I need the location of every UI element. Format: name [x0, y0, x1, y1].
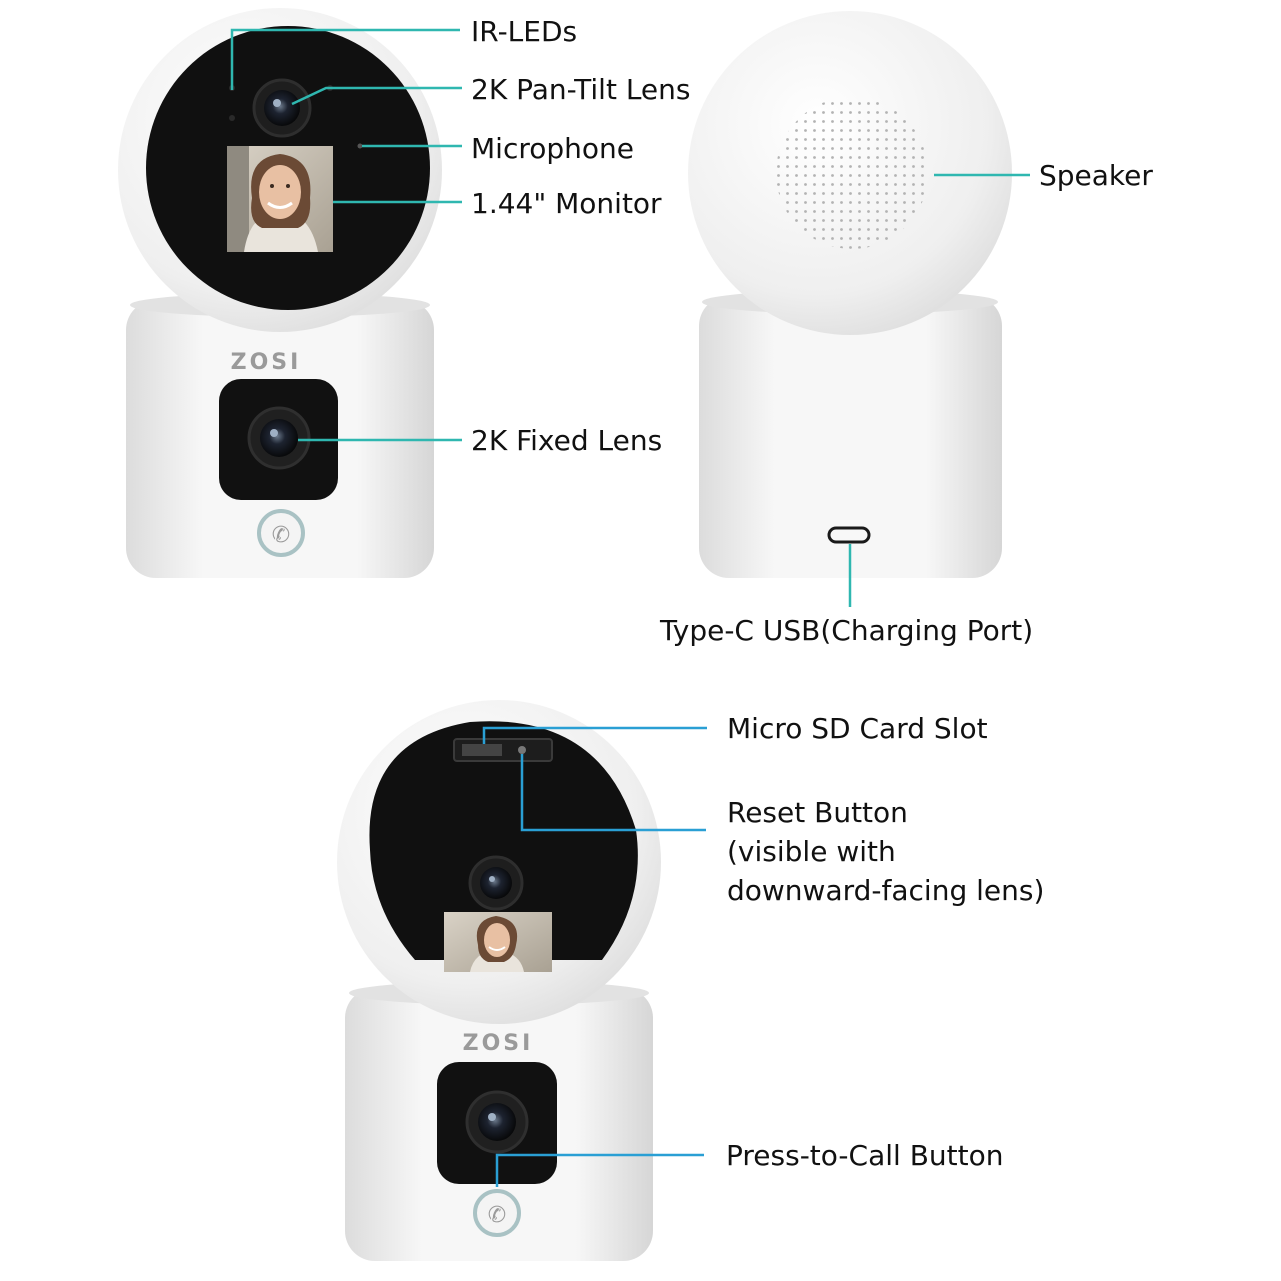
usb-c-port-icon: [827, 526, 871, 544]
front-camera: ZOSI ✆: [118, 8, 442, 578]
phone-icon: ✆: [272, 523, 290, 548]
label-microphone: Microphone: [471, 132, 634, 165]
label-ir-leds: IR-LEDs: [471, 15, 578, 48]
label-sd-slot: Micro SD Card Slot: [727, 712, 988, 745]
leader-ir-leds: [230, 28, 460, 90]
camera-lens-icon: [480, 867, 512, 899]
leader-pan-tilt-lens: [291, 86, 462, 106]
sd-card-slot-icon: [453, 738, 553, 762]
call-button[interactable]: ✆: [257, 509, 305, 557]
leader-sd-slot: [482, 726, 707, 744]
camera-lens-icon: [478, 1103, 516, 1141]
phone-icon: ✆: [488, 1203, 506, 1228]
lens-glint: [270, 429, 278, 437]
tilted-camera-face: [369, 721, 638, 960]
face-photo-icon: [444, 912, 552, 972]
speaker-grille-icon: [776, 97, 928, 249]
label-call-button: Press-to-Call Button: [726, 1139, 1004, 1172]
lens-glint: [489, 876, 495, 882]
face-photo-icon: [227, 146, 333, 252]
tilted-camera: ZOSI ✆: [337, 700, 661, 1261]
camera-lens-icon: [260, 419, 298, 457]
label-pan-tilt-lens: 2K Pan-Tilt Lens: [471, 73, 691, 106]
brand-logo: ZOSI: [231, 350, 302, 375]
microphone-hole-icon: [357, 143, 363, 149]
label-reset-button: Reset Button (visible with downward-faci…: [727, 796, 1045, 907]
leader-lines: [230, 28, 1030, 1187]
lens-glint: [273, 99, 281, 107]
label-usb-port: Type-C USB(Charging Port): [660, 614, 1034, 647]
label-speaker: Speaker: [1039, 159, 1153, 192]
brand-logo: ZOSI: [463, 1031, 534, 1056]
label-fixed-lens: 2K Fixed Lens: [471, 424, 663, 457]
lens-glint: [488, 1113, 496, 1121]
back-camera-base: [699, 296, 1002, 578]
label-monitor: 1.44" Monitor: [471, 187, 662, 220]
ir-led-icon: [229, 115, 235, 121]
leader-call-button: [495, 1153, 704, 1187]
back-camera: [688, 11, 1012, 578]
camera-lens-icon: [264, 90, 300, 126]
leader-reset-button: [520, 754, 706, 832]
call-button[interactable]: ✆: [473, 1189, 521, 1237]
